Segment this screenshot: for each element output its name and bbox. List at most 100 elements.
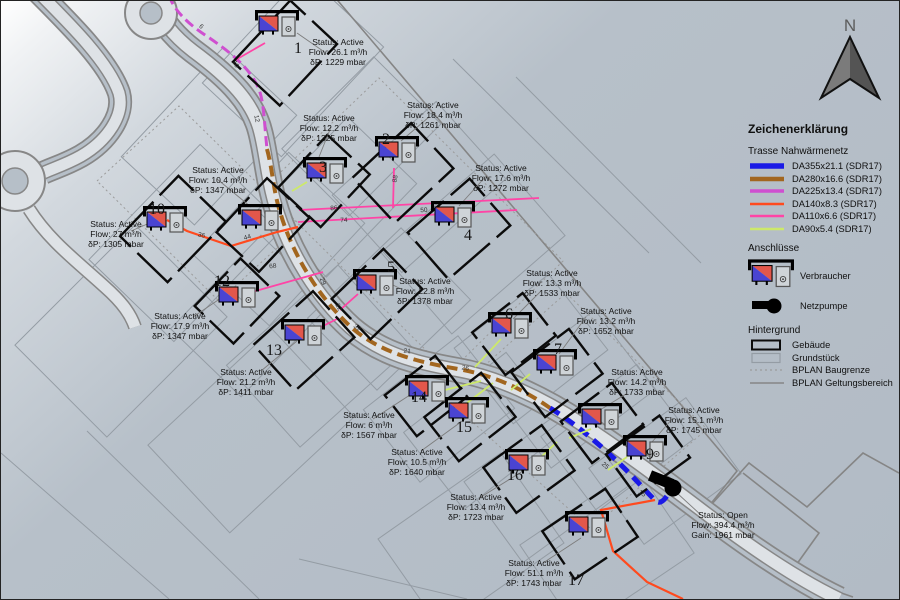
pipe-label: DA225x13.4 (SDR17) — [792, 186, 882, 197]
legend-section-anschluesse: Anschlüsse — [748, 243, 800, 254]
pipe-da110-house5 — [339, 293, 359, 311]
status-line: Status: Active — [580, 306, 632, 316]
legend-netzpumpe-row: Netzpumpe — [748, 295, 898, 317]
building-outline — [540, 487, 640, 581]
dp-line: δP: 1325 mbar — [301, 133, 357, 143]
pipe-swatch-da355 — [750, 163, 784, 169]
pipe-da280-main — [265, 148, 552, 410]
house-number: 1 — [294, 40, 302, 57]
gain-line: Gain: 1961 mbar — [691, 530, 755, 540]
pipe-swatch-da280 — [750, 176, 784, 181]
house-number: 10 — [149, 201, 165, 218]
geltungsbereich-swatch — [750, 381, 784, 384]
dp-line: δP: 1733 mbar — [609, 387, 665, 397]
parcel-outline — [201, 1, 385, 158]
building-outline — [276, 133, 372, 229]
status-line: Status: Active — [220, 367, 272, 377]
house-number: 16 — [507, 467, 523, 484]
pipe-swatch-da140 — [750, 202, 784, 205]
parcel-outline — [281, 56, 442, 217]
baugrenze-swatch — [750, 369, 784, 371]
parcel-line — [515, 76, 702, 264]
status-line: Status: Active — [343, 410, 395, 420]
north-arrow-outline — [818, 34, 882, 101]
parcel-layer — [1, 1, 742, 599]
pipe-da90-house3 — [291, 181, 308, 192]
boundary-line — [337, 1, 739, 517]
flow-line: Flow: 51.1 m³/h — [504, 568, 564, 578]
parcel-line — [1, 452, 170, 599]
flow-line: Flow: 6 m³/h — [345, 420, 393, 430]
pipe-length: 21 — [403, 348, 411, 356]
status-line: Status: Active — [508, 558, 560, 568]
boundary-line — [700, 452, 899, 517]
pipe-length-labels: 6 10 12 88 86 74 50 68 29 22 39 21 26 44… — [197, 23, 647, 499]
consumer-icon — [281, 319, 325, 346]
legend-section-hintergrund: Hintergrund — [748, 325, 801, 336]
legend-bg-row: BPLAN Baugrenze — [748, 364, 898, 377]
parcel-line — [298, 558, 468, 599]
dp-line: δP: 1378 mbar — [397, 296, 453, 306]
status-line: Status: Active — [303, 113, 355, 123]
flow-line: Flow: 394.4 m³/h — [691, 520, 755, 530]
legend-pipe-row: DA355x21.1 (SDR17) — [748, 160, 898, 173]
pipe-label: DA90x5.4 (SDR17) — [792, 223, 872, 234]
status-line: Status: Active — [668, 405, 720, 415]
status-line: Status: Active — [154, 311, 206, 321]
parcel-outline — [147, 328, 355, 534]
baugrenze-line — [96, 105, 302, 302]
dp-line: δP: 1723 mbar — [448, 512, 504, 522]
parcel-outline — [120, 46, 298, 226]
house-number: 6 — [505, 306, 513, 323]
pipe-da355-main — [548, 405, 675, 505]
flow-line: Flow: 22.8 m³/h — [395, 286, 455, 296]
pipe-length: 36 — [197, 231, 206, 240]
dp-line: δP: 1652 mbar — [578, 326, 634, 336]
dp-line: δP: 1411 mbar — [218, 387, 274, 397]
pipe-length: 74 — [340, 217, 348, 224]
south-road-surface — [24, 206, 141, 329]
dp-line: δP: 1272 mbar — [473, 183, 529, 193]
pipe-label: DA110x6.6 (SDR17) — [792, 211, 877, 222]
parcel-line — [452, 58, 650, 254]
dp-line: δP: 1347 mbar — [152, 331, 208, 341]
pipe-length: 6 — [197, 23, 205, 31]
house-number: 5 — [387, 259, 395, 276]
netzpumpe-label: Netzpumpe — [800, 301, 848, 311]
pipe-da90-house9 — [607, 456, 628, 471]
pipe-da140-branch-south — [599, 498, 684, 599]
grundstueck-swatch — [751, 352, 781, 363]
flow-line: Flow: 13.4 m³/h — [446, 502, 506, 512]
north-arrow: N — [818, 16, 882, 101]
pipe-length: 29 — [318, 277, 327, 287]
status-line: Status: Active — [526, 268, 578, 278]
pipe-length: 39 — [352, 323, 362, 333]
pipe-da90-house7 — [510, 373, 531, 391]
pipe-length: 68 — [269, 263, 277, 271]
flow-line: Flow: 21.2 m³/h — [216, 377, 276, 387]
house-number: 14 — [411, 389, 427, 406]
legend-section-trasse: Trasse Nahwärmenetz — [748, 146, 849, 157]
building-outline — [251, 289, 357, 393]
pipe-swatch-da90 — [750, 227, 784, 230]
flow-line: Flow: 17.6 m³/h — [471, 173, 531, 183]
netzpumpe-legend-icon — [752, 298, 782, 314]
house-number: 17 — [568, 572, 584, 589]
pipe-length: 25 — [600, 461, 610, 471]
pipe-length: 15 — [637, 489, 647, 499]
flow-line: Flow: 18.4 m³/h — [403, 110, 463, 120]
bg-item-label: Grundstück — [792, 352, 840, 363]
verbraucher-icon — [748, 259, 794, 293]
house-number: 9 — [646, 446, 654, 463]
pipe-length: 44 — [243, 233, 252, 242]
